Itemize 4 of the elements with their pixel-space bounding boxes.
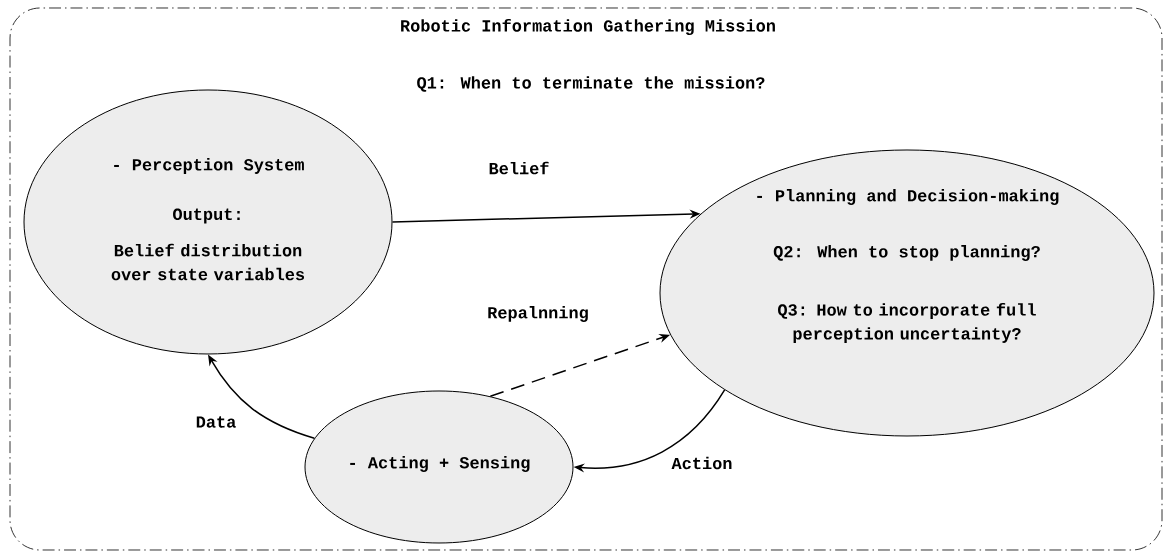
edge-label: Action [669, 454, 735, 472]
edge-label: Data [193, 414, 239, 430]
edge-label: Repalnning [485, 304, 591, 324]
edge-label: Belief [486, 159, 552, 177]
